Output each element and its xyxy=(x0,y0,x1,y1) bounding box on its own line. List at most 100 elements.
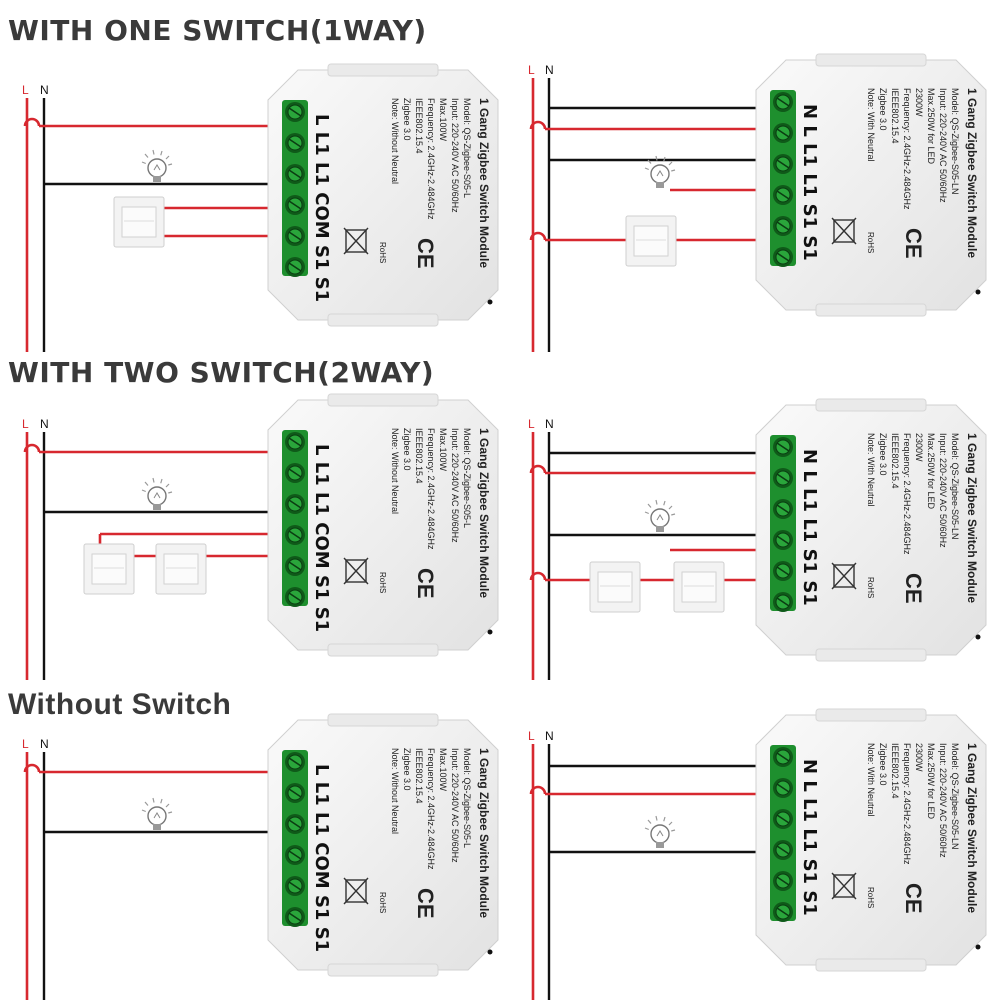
screw-terminal-icon xyxy=(285,133,305,153)
module-tab xyxy=(815,53,927,67)
screw-terminal-icon xyxy=(773,92,793,112)
module-tab xyxy=(327,713,439,727)
screw-terminal-icon xyxy=(773,902,793,922)
module-spec-line: Zigbee 3.0 xyxy=(402,98,412,141)
module-body xyxy=(267,69,499,321)
terminal-labels: N L L1 L1 S1 S1 xyxy=(799,759,820,916)
screw-terminal-icon xyxy=(773,154,793,174)
rohs-mark: RoHS xyxy=(378,572,387,593)
rohs-mark: RoHS xyxy=(866,577,875,598)
module-title: 1 Gang Zigbee Switch Module xyxy=(965,88,979,258)
light-bulb-icon xyxy=(644,499,676,532)
module-spec-line: Max.250W for LED xyxy=(926,88,936,165)
module-spec-line: Input: 220-240V AC 50/60Hz xyxy=(938,433,948,548)
module-tab xyxy=(327,963,439,977)
module-spec-line: IEEE802.15.4 xyxy=(414,428,424,484)
module-tab xyxy=(815,398,927,412)
module-spec-line: Model: QS-Zigbee-S05-LN xyxy=(950,743,960,850)
wall-switch-icon xyxy=(83,543,135,595)
terminal-labels: L L1 L1 COM S1 S1 xyxy=(311,444,332,632)
module-spec-line: Note: With Neutral xyxy=(866,88,876,162)
wire-hop xyxy=(23,117,41,127)
wire-hop xyxy=(529,571,547,581)
rohs-mark: RoHS xyxy=(866,232,875,253)
screw-terminal-icon xyxy=(285,432,305,452)
module-spec-line: Note: With Neutral xyxy=(866,433,876,507)
ce-mark-icon: CE xyxy=(901,228,926,259)
module-spec-line: Zigbee 3.0 xyxy=(878,433,888,476)
module-body xyxy=(267,399,499,651)
neutral-label: N xyxy=(40,737,49,751)
screw-terminal-icon xyxy=(285,102,305,122)
live-label: L xyxy=(22,737,29,751)
module-spec-line: Model: QS-Zigbee-S05-LN xyxy=(950,433,960,540)
terminal-labels: L L1 L1 COM S1 S1 xyxy=(311,114,332,302)
module-tab xyxy=(815,708,927,722)
module-spec-line: Frequency: 2.4GHz-2.484GHz xyxy=(426,428,436,550)
terminal-block xyxy=(770,90,796,266)
wire-hop xyxy=(529,464,547,474)
module-spec-line: 2300W xyxy=(914,433,924,462)
section-title-two-switch: WITH TWO SWITCH(2WAY) xyxy=(8,356,435,389)
screw-terminal-icon xyxy=(773,468,793,488)
module-spec-line: Input: 220-240V AC 50/60Hz xyxy=(450,428,460,543)
light-bulb-icon xyxy=(644,815,676,848)
module-l: L L1 L1 COM S1 S1 1 Gang Zigbee Switch Mo… xyxy=(267,63,499,327)
module-spec-line: Frequency: 2.4GHz-2.484GHz xyxy=(902,88,912,210)
led-dot xyxy=(975,289,981,295)
screw-terminal-icon xyxy=(285,164,305,184)
live-label: L xyxy=(22,417,29,431)
light-bulb-icon xyxy=(141,477,173,510)
led-dot xyxy=(975,634,981,640)
screw-terminal-icon xyxy=(773,561,793,581)
module-spec-line: Note: With Neutral xyxy=(866,743,876,817)
screw-terminal-icon xyxy=(773,592,793,612)
module-body xyxy=(755,59,987,311)
module-spec-line: Zigbee 3.0 xyxy=(878,743,888,786)
weee-bin-icon xyxy=(343,227,369,255)
ce-mark-icon: CE xyxy=(413,238,438,269)
ce-mark-icon: CE xyxy=(901,883,926,914)
module-tab xyxy=(815,648,927,662)
wire-hop xyxy=(529,120,547,130)
screw-terminal-icon xyxy=(285,556,305,576)
screw-terminal-icon xyxy=(285,257,305,277)
module-spec-line: IEEE802.15.4 xyxy=(414,98,424,154)
live-label: L xyxy=(528,729,535,743)
screw-terminal-icon xyxy=(773,530,793,550)
screw-terminal-icon xyxy=(773,247,793,267)
screw-terminal-icon xyxy=(773,499,793,519)
screw-terminal-icon xyxy=(285,876,305,896)
screw-terminal-icon xyxy=(285,907,305,927)
module-spec-line: 2300W xyxy=(914,88,924,117)
screw-terminal-icon xyxy=(773,216,793,236)
live-label: L xyxy=(22,83,29,97)
screw-terminal-icon xyxy=(773,185,793,205)
module-spec-line: IEEE802.15.4 xyxy=(414,748,424,804)
light-bulb-icon xyxy=(141,797,173,830)
rohs-mark: RoHS xyxy=(378,892,387,913)
module-spec-line: IEEE802.15.4 xyxy=(890,743,900,799)
live-label: L xyxy=(528,63,535,77)
weee-bin-icon xyxy=(343,877,369,905)
module-spec-line: Frequency: 2.4GHz-2.484GHz xyxy=(426,748,436,870)
screw-terminal-icon xyxy=(285,463,305,483)
screw-terminal-icon xyxy=(773,778,793,798)
weee-bin-icon xyxy=(343,557,369,585)
module-tab xyxy=(327,393,439,407)
screw-terminal-icon xyxy=(773,123,793,143)
module-title: 1 Gang Zigbee Switch Module xyxy=(477,98,491,268)
screw-terminal-icon xyxy=(285,845,305,865)
module-spec-line: Zigbee 3.0 xyxy=(878,88,888,131)
rohs-mark: RoHS xyxy=(866,887,875,908)
module-spec-line: Max.100W xyxy=(438,748,448,792)
